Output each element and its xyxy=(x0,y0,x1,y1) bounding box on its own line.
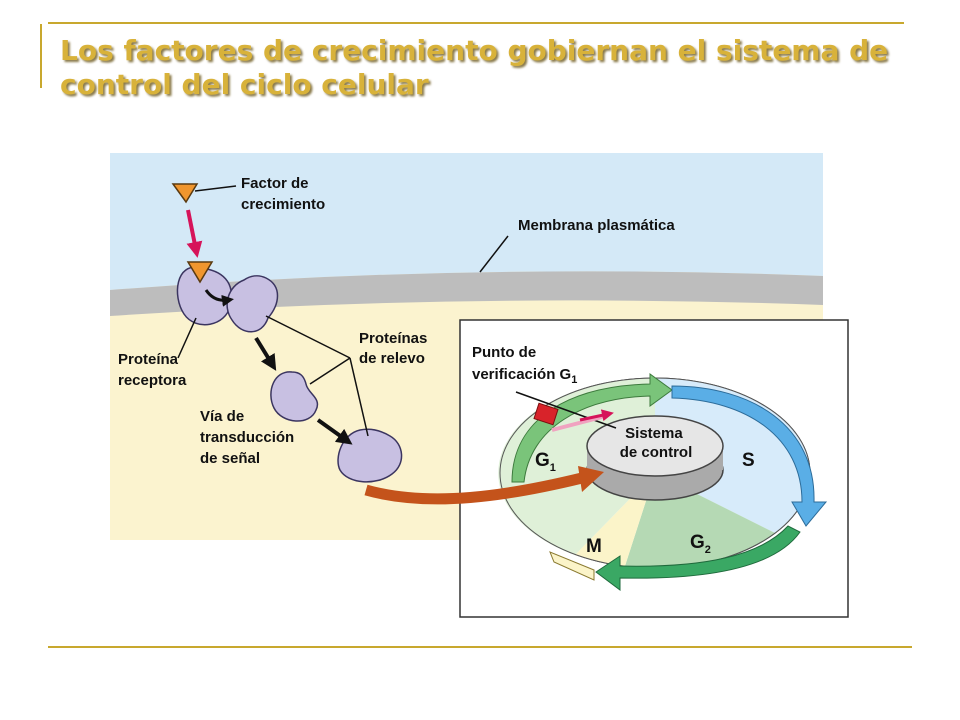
footer-rule xyxy=(48,646,912,648)
phase-g1-label: G1 xyxy=(535,450,556,474)
activation-arrow-icon xyxy=(204,289,234,307)
relay-label: Proteínas de relevo xyxy=(359,330,432,367)
plasma-membrane xyxy=(110,271,823,316)
relay-leader xyxy=(309,357,351,385)
relay-protein-icon xyxy=(337,428,403,483)
checkpoint-signal xyxy=(551,414,607,432)
growth-factor-triangle-icon xyxy=(171,183,199,204)
extracellular-space xyxy=(110,153,823,290)
phase-g2-label: G2 xyxy=(690,532,711,556)
checkpoint-label: Punto de verificación G1 xyxy=(472,344,577,386)
phase-m-label: M xyxy=(586,536,602,557)
binding-arrow-icon xyxy=(186,209,203,258)
relay-arrow-icon xyxy=(254,336,277,371)
receptor-label: Proteína receptora xyxy=(118,351,187,389)
control-disk-top xyxy=(586,415,724,477)
receptor-leader xyxy=(177,317,197,359)
checkpoint-arrow-icon xyxy=(579,409,614,422)
relay-arrow-icon xyxy=(316,418,353,445)
relay-leader xyxy=(349,357,369,437)
plasma-membrane-label: Membrana plasmática xyxy=(518,217,675,234)
checkpoint-icon xyxy=(533,402,559,426)
membrane-leader xyxy=(479,235,509,273)
pathway-label: Vía de transducción de señal xyxy=(200,408,298,467)
page-title: Los factores de crecimiento gobiernan el… xyxy=(60,34,889,101)
growth-factor-label: Factor de crecimiento xyxy=(241,175,325,213)
title-top-rule xyxy=(48,22,904,24)
phase-s-arrow-icon xyxy=(671,385,828,527)
phase-g2-arrow-icon xyxy=(595,525,801,591)
title-left-rule xyxy=(40,24,42,88)
relay-protein-icon xyxy=(270,371,319,422)
growth-factor-leader xyxy=(194,185,237,192)
relay-leader xyxy=(265,315,351,359)
receptor-protein-icon xyxy=(176,266,233,326)
cell-cycle-inset xyxy=(459,319,849,618)
checkpoint-leader xyxy=(515,391,617,429)
phase-s-label: S xyxy=(742,450,755,471)
signal-arrowhead-icon xyxy=(578,466,604,492)
signal-arrow-icon xyxy=(364,472,584,505)
control-system-label: Sistema de control xyxy=(620,425,693,461)
phase-m-arrow-icon xyxy=(549,551,595,581)
bound-growth-factor-icon xyxy=(186,261,214,284)
